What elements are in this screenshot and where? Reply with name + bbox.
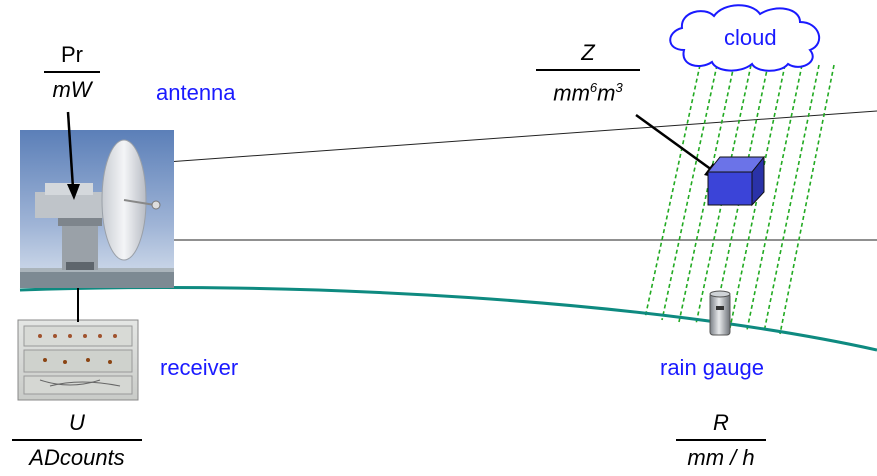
- z-numerator: Z: [581, 40, 595, 65]
- rain-gauge-label: rain gauge: [660, 355, 764, 380]
- receiver-label: receiver: [160, 355, 239, 380]
- receiver-rack-photo: [17, 319, 139, 401]
- pr-denominator: mW: [52, 76, 92, 102]
- r-fraction-bar: [676, 439, 766, 441]
- u-fraction: U ADcounts: [12, 410, 142, 471]
- u-numerator: U: [69, 410, 85, 435]
- r-numerator: R: [713, 410, 729, 435]
- r-fraction: R mm / h: [676, 410, 766, 471]
- radar-antenna-photo: [20, 130, 174, 288]
- u-fraction-bar: [12, 439, 142, 441]
- volume-cube-icon: [706, 155, 766, 207]
- rain-gauge-icon: [709, 290, 731, 336]
- cloud-icon: [669, 4, 821, 72]
- z-fraction-bar: [536, 69, 640, 71]
- ground-line: [19, 286, 877, 352]
- r-denominator: mm / h: [687, 444, 755, 470]
- pr-fraction: Pr mW: [44, 42, 100, 103]
- u-denominator: ADcounts: [29, 444, 125, 470]
- pr-numerator: Pr: [61, 42, 83, 67]
- beam-upper-edge: [124, 110, 877, 166]
- z-fraction: Z mm6m3: [536, 40, 640, 106]
- z-denominator: mm6m3: [553, 79, 623, 105]
- antenna-label: antenna: [156, 80, 236, 105]
- pr-fraction-bar: [44, 71, 100, 73]
- cloud-label: cloud: [724, 25, 777, 50]
- pr-arrow: [66, 111, 80, 200]
